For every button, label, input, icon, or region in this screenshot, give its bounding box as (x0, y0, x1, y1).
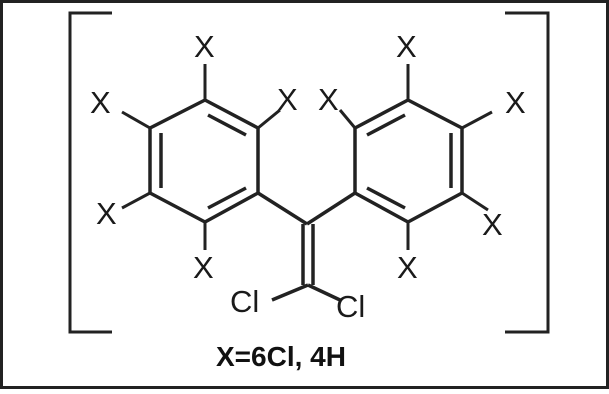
right-x-upper-right: X (505, 85, 526, 120)
right-bracket (505, 11, 550, 334)
left-x-top: X (194, 29, 215, 64)
right-x-lower-right: X (482, 207, 503, 242)
left-substituent-bonds (121, 64, 281, 250)
right-x-top: X (396, 29, 417, 64)
right-substituent-bonds (338, 64, 493, 250)
substitution-caption: X=6Cl, 4H (216, 341, 346, 372)
left-bracket (68, 11, 112, 334)
right-x-upper-left: X (318, 82, 339, 117)
right-x-bottom: X (397, 250, 418, 285)
right-benzene-ring (353, 98, 464, 224)
left-x-lower-left: X (96, 196, 117, 231)
left-x-upper-left: X (90, 85, 111, 120)
central-linkage-bonds (257, 191, 356, 302)
left-x-upper-right: X (277, 82, 298, 117)
chlorine-right-label: Cl (336, 289, 365, 324)
left-x-bottom: X (193, 250, 214, 285)
left-benzene-ring (148, 98, 260, 224)
chlorine-left-label: Cl (230, 284, 259, 319)
